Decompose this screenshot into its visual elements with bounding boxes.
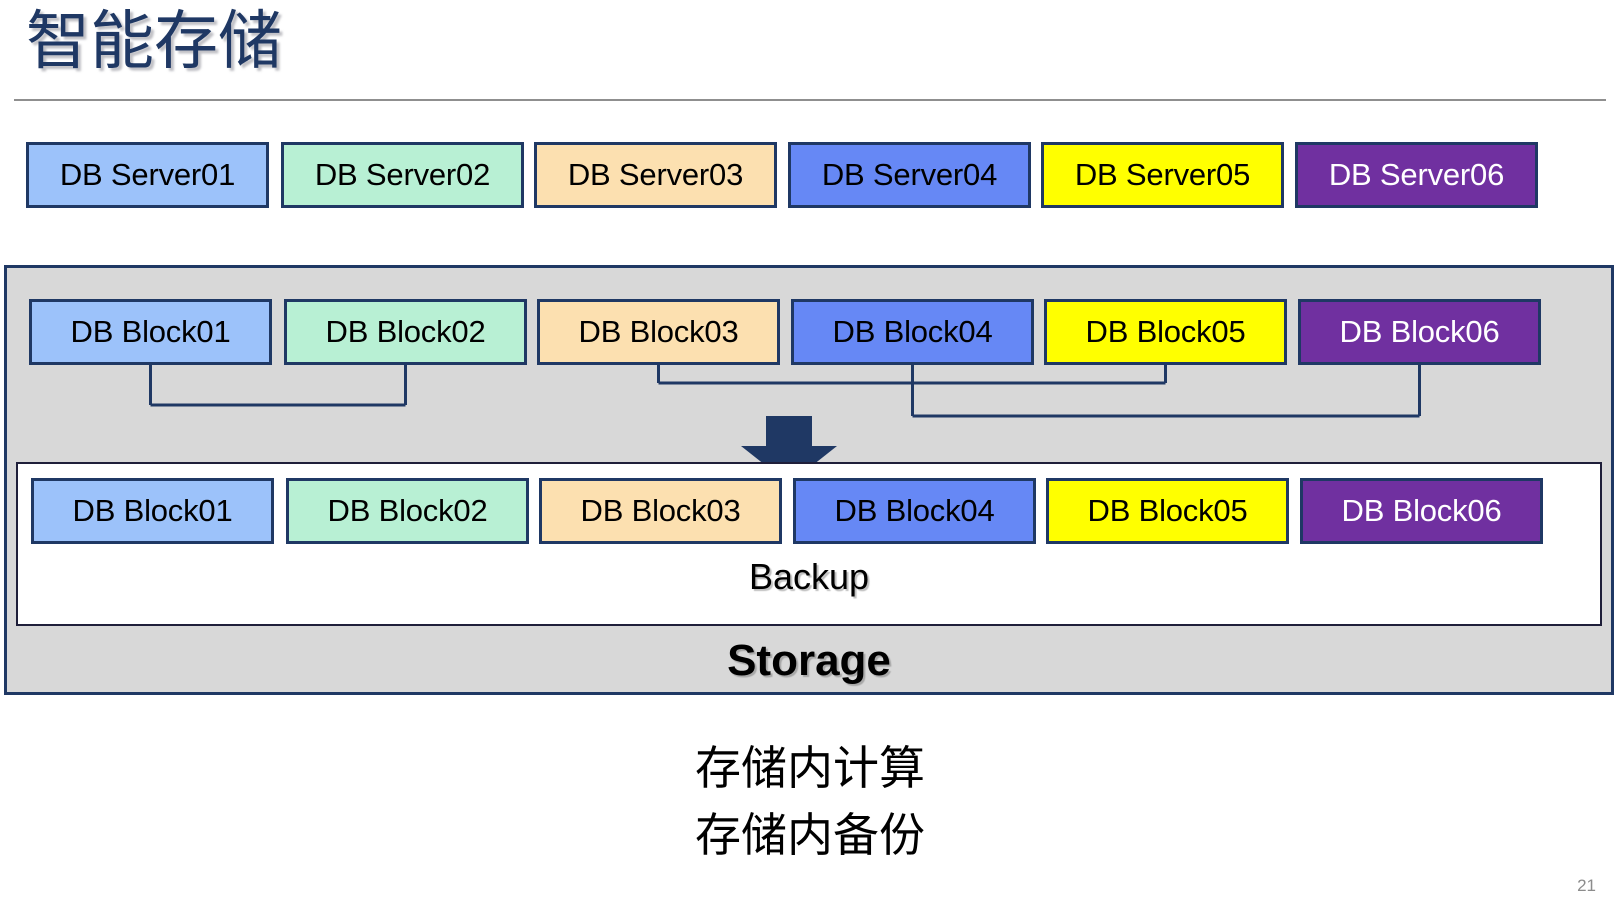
db-block-box-label: DB Block06 xyxy=(1339,314,1500,349)
storage-label: Storage xyxy=(727,636,891,685)
db-server-box-label: DB Server05 xyxy=(1074,157,1251,192)
caption-line-2: 存储内备份 xyxy=(695,808,925,861)
db-server-box-label: DB Server01 xyxy=(59,157,236,192)
db-server-box-4: DB Server04 xyxy=(788,142,1031,208)
db-server-box-label: DB Server03 xyxy=(567,157,744,192)
backup-block-box-label: DB Block02 xyxy=(327,493,488,528)
db-block-box-label: DB Block04 xyxy=(832,314,993,349)
backup-block-box-4: DB Block04 xyxy=(793,478,1036,544)
db-block-box-4: DB Block04 xyxy=(791,299,1034,365)
db-server-box-5: DB Server05 xyxy=(1041,142,1284,208)
db-block-box-label: DB Block05 xyxy=(1085,314,1246,349)
db-block-box-6: DB Block06 xyxy=(1298,299,1541,365)
db-block-box-1: DB Block01 xyxy=(29,299,272,365)
bottom-captions: 存储内计算 存储内备份 xyxy=(0,735,1620,868)
caption-line-1: 存储内计算 xyxy=(695,742,925,794)
db-server-box-label: DB Server04 xyxy=(821,157,998,192)
db-server-box-2: DB Server02 xyxy=(281,142,524,208)
db-block-box-label: DB Block02 xyxy=(325,314,486,349)
db-block-box-5: DB Block05 xyxy=(1044,299,1287,365)
db-server-box-1: DB Server01 xyxy=(26,142,269,208)
db-server-box-3: DB Server03 xyxy=(534,142,777,208)
db-server-box-label: DB Server02 xyxy=(314,157,491,192)
backup-block-box-6: DB Block06 xyxy=(1300,478,1543,544)
backup-block-box-label: DB Block01 xyxy=(72,493,233,528)
db-server-box-label: DB Server06 xyxy=(1328,157,1505,192)
backup-block-box-label: DB Block04 xyxy=(834,493,995,528)
backup-block-box-label: DB Block03 xyxy=(580,493,741,528)
backup-block-box-1: DB Block01 xyxy=(31,478,274,544)
backup-block-box-5: DB Block05 xyxy=(1046,478,1289,544)
backup-label: Backup xyxy=(748,556,870,597)
page-number: 21 xyxy=(1577,876,1596,895)
backup-block-box-label: DB Block06 xyxy=(1341,493,1502,528)
page-title: 智能存储 xyxy=(26,5,282,77)
backup-block-box-2: DB Block02 xyxy=(286,478,529,544)
db-block-box-2: DB Block02 xyxy=(284,299,527,365)
backup-block-box-label: DB Block05 xyxy=(1087,493,1248,528)
backup-panel: Backup DB Block01 DB Block02 DB Block03 DB … xyxy=(16,462,1602,626)
db-server-box-6: DB Server06 xyxy=(1295,142,1538,208)
db-block-box-label: DB Block03 xyxy=(578,314,739,349)
backup-block-box-3: DB Block03 xyxy=(539,478,782,544)
title-divider xyxy=(14,99,1606,101)
db-block-box-label: DB Block01 xyxy=(70,314,231,349)
db-block-box-3: DB Block03 xyxy=(537,299,780,365)
storage-container: DB Block01 DB Block02 DB Block03 DB Block04… xyxy=(4,265,1614,695)
